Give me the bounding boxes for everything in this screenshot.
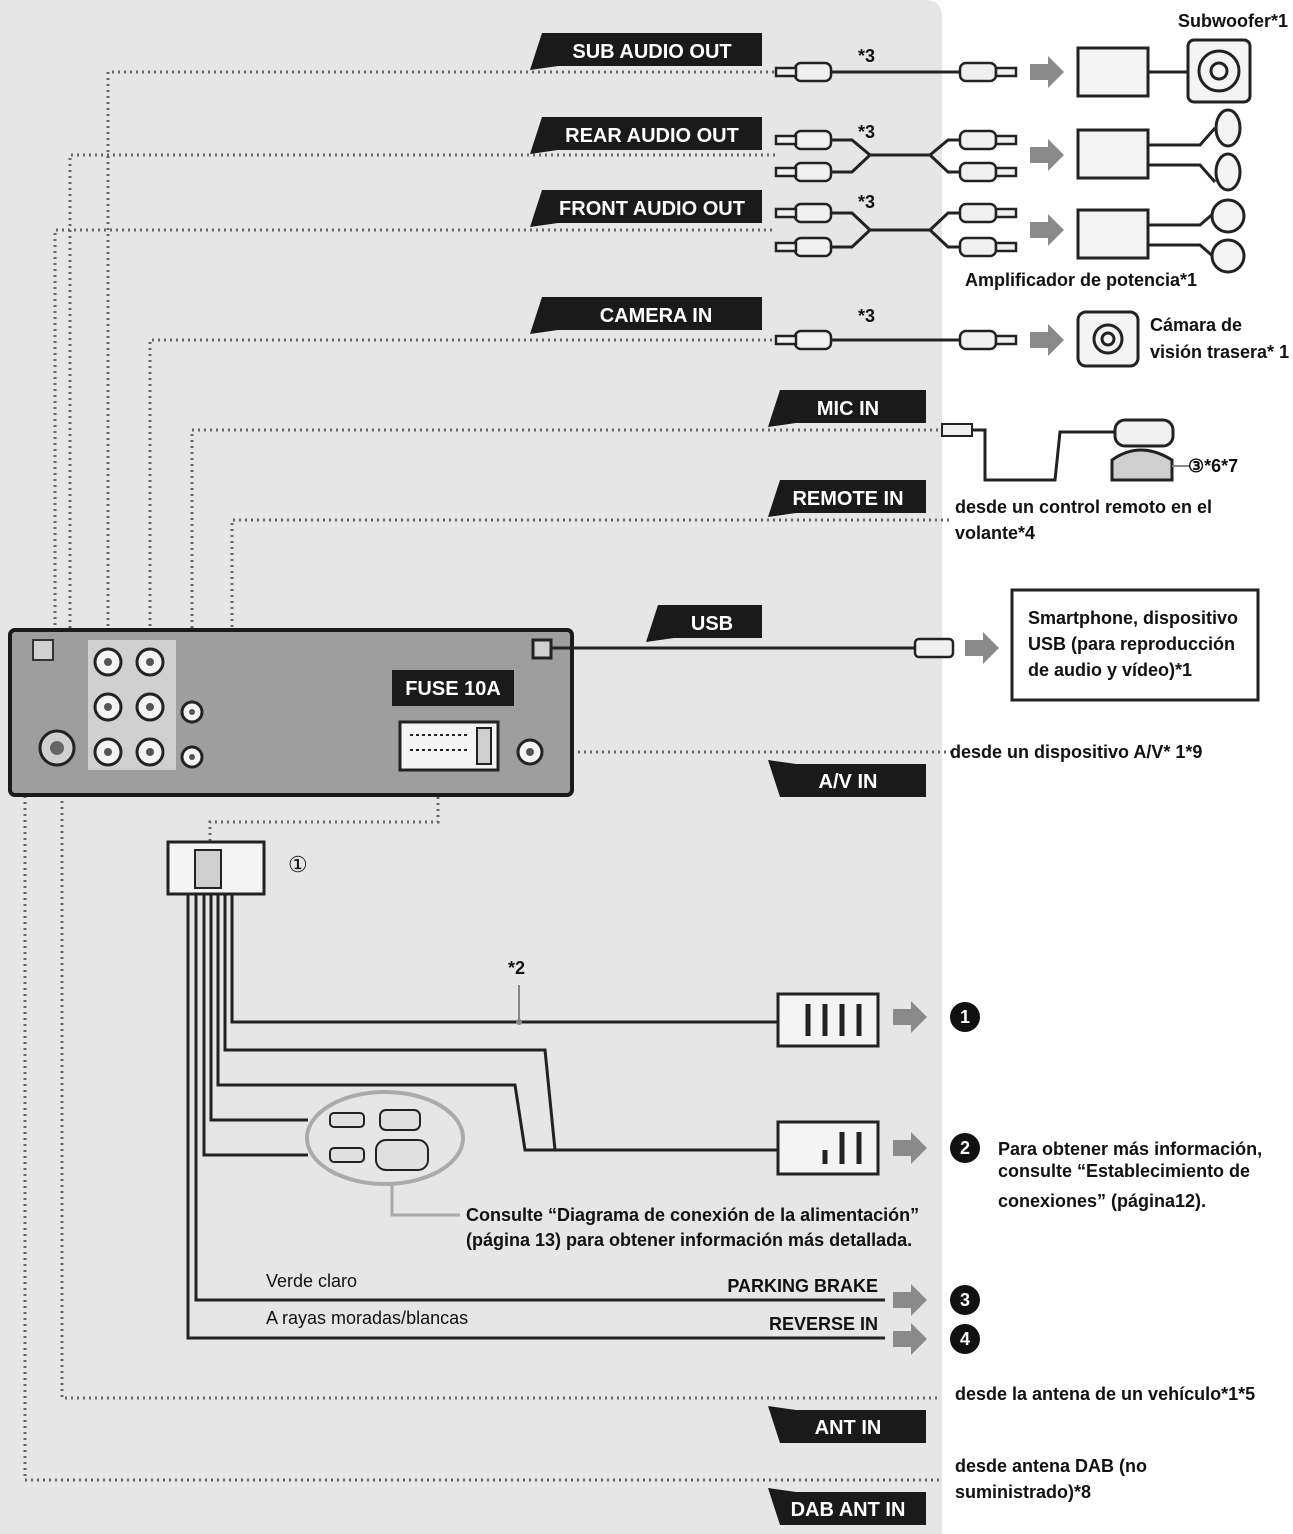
label-rear-audio-out: REAR AUDIO OUT bbox=[530, 117, 762, 154]
svg-text:USB: USB bbox=[691, 613, 733, 635]
svg-text:2: 2 bbox=[960, 1138, 970, 1158]
label-remote-in: REMOTE IN bbox=[768, 480, 926, 517]
av-device-label: desde un dispositivo A/V* 1*9 bbox=[950, 742, 1202, 762]
smartphone-box bbox=[1010, 588, 1260, 702]
dab-label-2: suministrado)*8 bbox=[955, 1482, 1091, 1502]
power-note-1: Consulte “Diagrama de conexión de la ali… bbox=[466, 1205, 919, 1225]
microphone bbox=[941, 418, 1190, 482]
note-star2: *2 bbox=[508, 958, 525, 978]
svg-text:ANT IN: ANT IN bbox=[815, 1417, 882, 1439]
svg-text:SUB AUDIO OUT: SUB AUDIO OUT bbox=[572, 41, 731, 63]
remote-label-2: volante*4 bbox=[955, 523, 1035, 543]
head-unit: FUSE 10A bbox=[8, 628, 574, 797]
label-mic-in: MIC IN bbox=[768, 390, 926, 427]
camera-label-2: visión trasera* 1 bbox=[1150, 342, 1289, 362]
power-note-2: (página 13) para obtener información más… bbox=[466, 1230, 912, 1250]
label-av-in: A/V IN bbox=[768, 760, 926, 797]
smartphone-label-3: de audio y vídeo)*1 bbox=[1028, 660, 1192, 680]
callout-1: ① bbox=[288, 852, 308, 877]
antenna-label: desde la antena de un vehículo*1*5 bbox=[955, 1384, 1255, 1404]
badge-1: 1 bbox=[950, 1002, 980, 1032]
label-usb: USB bbox=[646, 605, 762, 642]
svg-text:FRONT AUDIO OUT: FRONT AUDIO OUT bbox=[559, 198, 745, 220]
label-ant-in: ANT IN bbox=[768, 1406, 926, 1443]
label-front-audio-out: FRONT AUDIO OUT bbox=[530, 190, 762, 227]
svg-text:REAR AUDIO OUT: REAR AUDIO OUT bbox=[565, 125, 739, 147]
callout-3: ③*6*7 bbox=[1188, 456, 1238, 476]
info-line-1: Para obtener más información, bbox=[998, 1139, 1262, 1159]
dab-label-1: desde antena DAB (no bbox=[955, 1456, 1147, 1476]
rca-plugs bbox=[774, 61, 1018, 659]
label-sub-audio-out: SUB AUDIO OUT bbox=[530, 33, 762, 70]
svg-text:1: 1 bbox=[960, 1007, 970, 1027]
badge-3: 3 bbox=[950, 1285, 980, 1315]
fuse-label: FUSE 10A bbox=[405, 678, 501, 700]
direction-arrows bbox=[893, 56, 1064, 1355]
note-star3-rear: *3 bbox=[858, 122, 875, 142]
note-star3-sub: *3 bbox=[858, 46, 875, 66]
label-dab-ant-in: DAB ANT IN bbox=[768, 1488, 926, 1525]
power-harness bbox=[166, 840, 885, 1340]
external-devices bbox=[1076, 38, 1252, 368]
diagram-texts: *3 *3 *3 *3 *2 ① ③*6*7 Subwoofer*1 Ampli… bbox=[266, 11, 1289, 1502]
svg-text:MIC IN: MIC IN bbox=[817, 398, 879, 420]
note-star3-front: *3 bbox=[858, 192, 875, 212]
cables-top bbox=[551, 70, 960, 650]
remote-label-1: desde un control remoto en el bbox=[955, 497, 1212, 517]
svg-text:4: 4 bbox=[960, 1329, 970, 1349]
output-badges: 1 2 3 4 bbox=[950, 1002, 980, 1354]
amplifier-label: Amplificador de potencia*1 bbox=[965, 270, 1197, 290]
svg-text:A/V IN: A/V IN bbox=[819, 771, 878, 793]
info-line-3: conexiones” (página12). bbox=[998, 1191, 1206, 1211]
subwoofer-label: Subwoofer*1 bbox=[1178, 11, 1288, 31]
badge-2: 2 bbox=[950, 1133, 980, 1163]
camera-label-1: Cámara de bbox=[1150, 315, 1242, 335]
badge-4: 4 bbox=[950, 1324, 980, 1354]
svg-text:3: 3 bbox=[960, 1290, 970, 1310]
parking-brake-label: PARKING BRAKE bbox=[727, 1276, 878, 1296]
smartphone-label-1: Smartphone, dispositivo bbox=[1028, 608, 1238, 628]
reverse-in-label: REVERSE IN bbox=[769, 1314, 878, 1334]
svg-text:REMOTE IN: REMOTE IN bbox=[792, 488, 903, 510]
info-line-2: consulte “Establecimiento de bbox=[998, 1161, 1250, 1181]
smartphone-label-2: USB (para reproducción bbox=[1028, 634, 1235, 654]
wire-purple-white: A rayas moradas/blancas bbox=[266, 1308, 468, 1328]
label-camera-in: CAMERA IN bbox=[530, 297, 762, 334]
svg-text:CAMERA IN: CAMERA IN bbox=[600, 305, 713, 327]
note-star3-camera: *3 bbox=[858, 306, 875, 326]
wire-light-green: Verde claro bbox=[266, 1271, 357, 1291]
svg-text:DAB ANT IN: DAB ANT IN bbox=[791, 1499, 906, 1521]
